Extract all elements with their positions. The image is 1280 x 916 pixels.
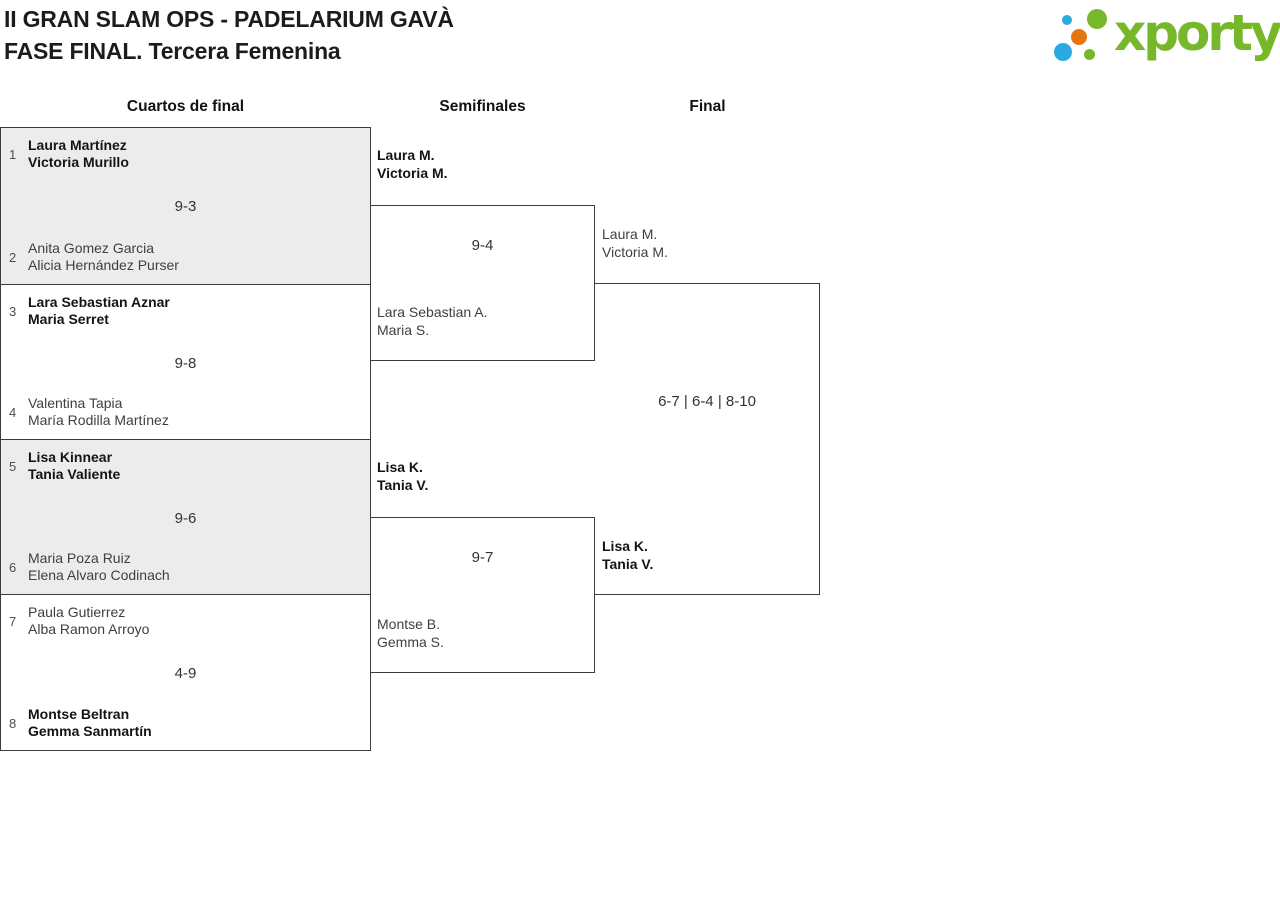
match-score: 9-3	[174, 198, 197, 215]
player-name: Gemma Sanmartín	[28, 723, 152, 739]
match-score: 9-6	[174, 510, 197, 527]
player-name: Lisa K.	[602, 538, 648, 554]
logo-dot-icon	[1062, 15, 1072, 25]
player-name: Montse Beltran	[28, 706, 130, 722]
seed-number: 4	[9, 404, 17, 420]
team-entry: 5 Lisa Kinnear Tania Valiente	[9, 449, 364, 483]
round-header-quarterfinals: Cuartos de final	[126, 98, 245, 115]
player-name: Maria S.	[377, 321, 430, 338]
player-name: Victoria M.	[377, 164, 448, 181]
phase-category: FASE FINAL. Tercera Femenina	[4, 38, 341, 64]
team-names-semifinal-1-top: Laura M. Victoria M.	[377, 147, 448, 182]
team-names: Montse Beltran Gemma Sanmartín	[28, 706, 152, 740]
match-quarterfinal-3: 5 Lisa Kinnear Tania Valiente 9-6 6 Mari…	[0, 439, 371, 595]
team-names: Lara Sebastian Aznar Maria Serret	[28, 294, 170, 328]
seed-number: 3	[9, 303, 17, 319]
player-name: Lisa Kinnear	[28, 449, 113, 465]
logo-dot-icon	[1087, 9, 1107, 29]
player-name: Tania V.	[602, 555, 654, 572]
player-name: Anita Gomez Garcia	[28, 240, 155, 256]
player-name: Lara Sebastian Aznar	[28, 294, 170, 310]
player-name: Alba Ramon Arroyo	[28, 621, 150, 637]
match-final: 6-7 | 6-4 | 8-10	[595, 283, 820, 595]
player-name: Victoria M.	[602, 243, 668, 260]
match-quarterfinal-1: 1 Laura Martínez Victoria Murillo 9-3 2 …	[0, 127, 371, 285]
match-quarterfinal-4: 7 Paula Gutierrez Alba Ramon Arroyo 4-9 …	[0, 594, 371, 751]
player-name: Elena Alvaro Codinach	[28, 567, 170, 583]
player-name: Maria Poza Ruiz	[28, 550, 131, 566]
seed-number: 7	[9, 613, 17, 629]
match-quarterfinal-2: 3 Lara Sebastian Aznar Maria Serret 9-8 …	[0, 284, 371, 440]
seed-number: 8	[9, 715, 17, 731]
seed-number: 6	[9, 559, 17, 575]
team-names-semifinal-2-top: Lisa K. Tania V.	[377, 459, 428, 494]
player-name: Victoria Murillo	[28, 154, 129, 170]
match-semifinal-2: 9-7	[370, 517, 595, 673]
team-names-semifinal-2-bottom: Montse B. Gemma S.	[377, 616, 444, 651]
match-semifinal-1: 9-4	[370, 205, 595, 361]
player-name: Tania Valiente	[28, 466, 121, 482]
player-name: Laura M.	[602, 226, 658, 242]
seed-number: 5	[9, 458, 17, 474]
seed-number: 2	[9, 249, 17, 265]
logo-dot-icon	[1071, 29, 1087, 45]
player-name: Laura Martínez	[28, 137, 127, 153]
logo-dot-icon	[1054, 43, 1072, 61]
team-entry: 1 Laura Martínez Victoria Murillo	[9, 137, 364, 171]
logo-dot-icon	[1084, 49, 1095, 60]
match-score: 9-8	[174, 355, 197, 372]
player-name: Valentina Tapia	[28, 395, 123, 411]
logo-wordmark: xporty	[1114, 4, 1280, 62]
team-names: Maria Poza Ruiz Elena Alvaro Codinach	[28, 550, 170, 584]
team-names: Lisa Kinnear Tania Valiente	[28, 449, 120, 483]
match-score: 9-7	[471, 549, 494, 566]
team-entry: 4 Valentina Tapia María Rodilla Martínez	[9, 395, 364, 429]
team-names: Laura Martínez Victoria Murillo	[28, 137, 129, 171]
team-names: Valentina Tapia María Rodilla Martínez	[28, 395, 169, 429]
team-entry: 7 Paula Gutierrez Alba Ramon Arroyo	[9, 604, 364, 638]
player-name: Gemma S.	[377, 633, 444, 650]
match-score: 6-7 | 6-4 | 8-10	[658, 393, 756, 410]
round-header-semifinals: Semifinales	[439, 98, 526, 115]
page-title: II GRAN SLAM OPS - PADELARIUM GAVÀ FASE …	[4, 3, 454, 67]
player-name: Lisa K.	[377, 459, 423, 475]
player-name: Lara Sebastian A.	[377, 304, 488, 320]
team-names-semifinal-1-bottom: Lara Sebastian A. Maria S.	[377, 304, 488, 339]
match-score: 9-4	[471, 237, 494, 254]
team-names: Anita Gomez Garcia Alicia Hernández Purs…	[28, 240, 179, 274]
team-names-final-top: Laura M. Victoria M.	[602, 226, 668, 261]
player-name: Alicia Hernández Purser	[28, 257, 179, 273]
team-entry: 3 Lara Sebastian Aznar Maria Serret	[9, 294, 364, 328]
team-entry: 8 Montse Beltran Gemma Sanmartín	[9, 706, 364, 740]
team-names-final-bottom: Lisa K. Tania V.	[602, 538, 653, 573]
team-entry: 6 Maria Poza Ruiz Elena Alvaro Codinach	[9, 550, 364, 584]
match-score: 4-9	[174, 665, 197, 682]
team-names: Paula Gutierrez Alba Ramon Arroyo	[28, 604, 149, 638]
player-name: Tania V.	[377, 476, 429, 493]
player-name: Montse B.	[377, 616, 441, 632]
player-name: Maria Serret	[28, 311, 109, 327]
player-name: María Rodilla Martínez	[28, 412, 169, 428]
player-name: Paula Gutierrez	[28, 604, 126, 620]
round-header-final: Final	[689, 98, 726, 115]
tournament-name: II GRAN SLAM OPS - PADELARIUM GAVÀ	[4, 6, 454, 32]
team-entry: 2 Anita Gomez Garcia Alicia Hernández Pu…	[9, 240, 364, 274]
player-name: Laura M.	[377, 147, 435, 163]
seed-number: 1	[9, 146, 17, 162]
xporty-logo: xporty	[1050, 0, 1280, 78]
